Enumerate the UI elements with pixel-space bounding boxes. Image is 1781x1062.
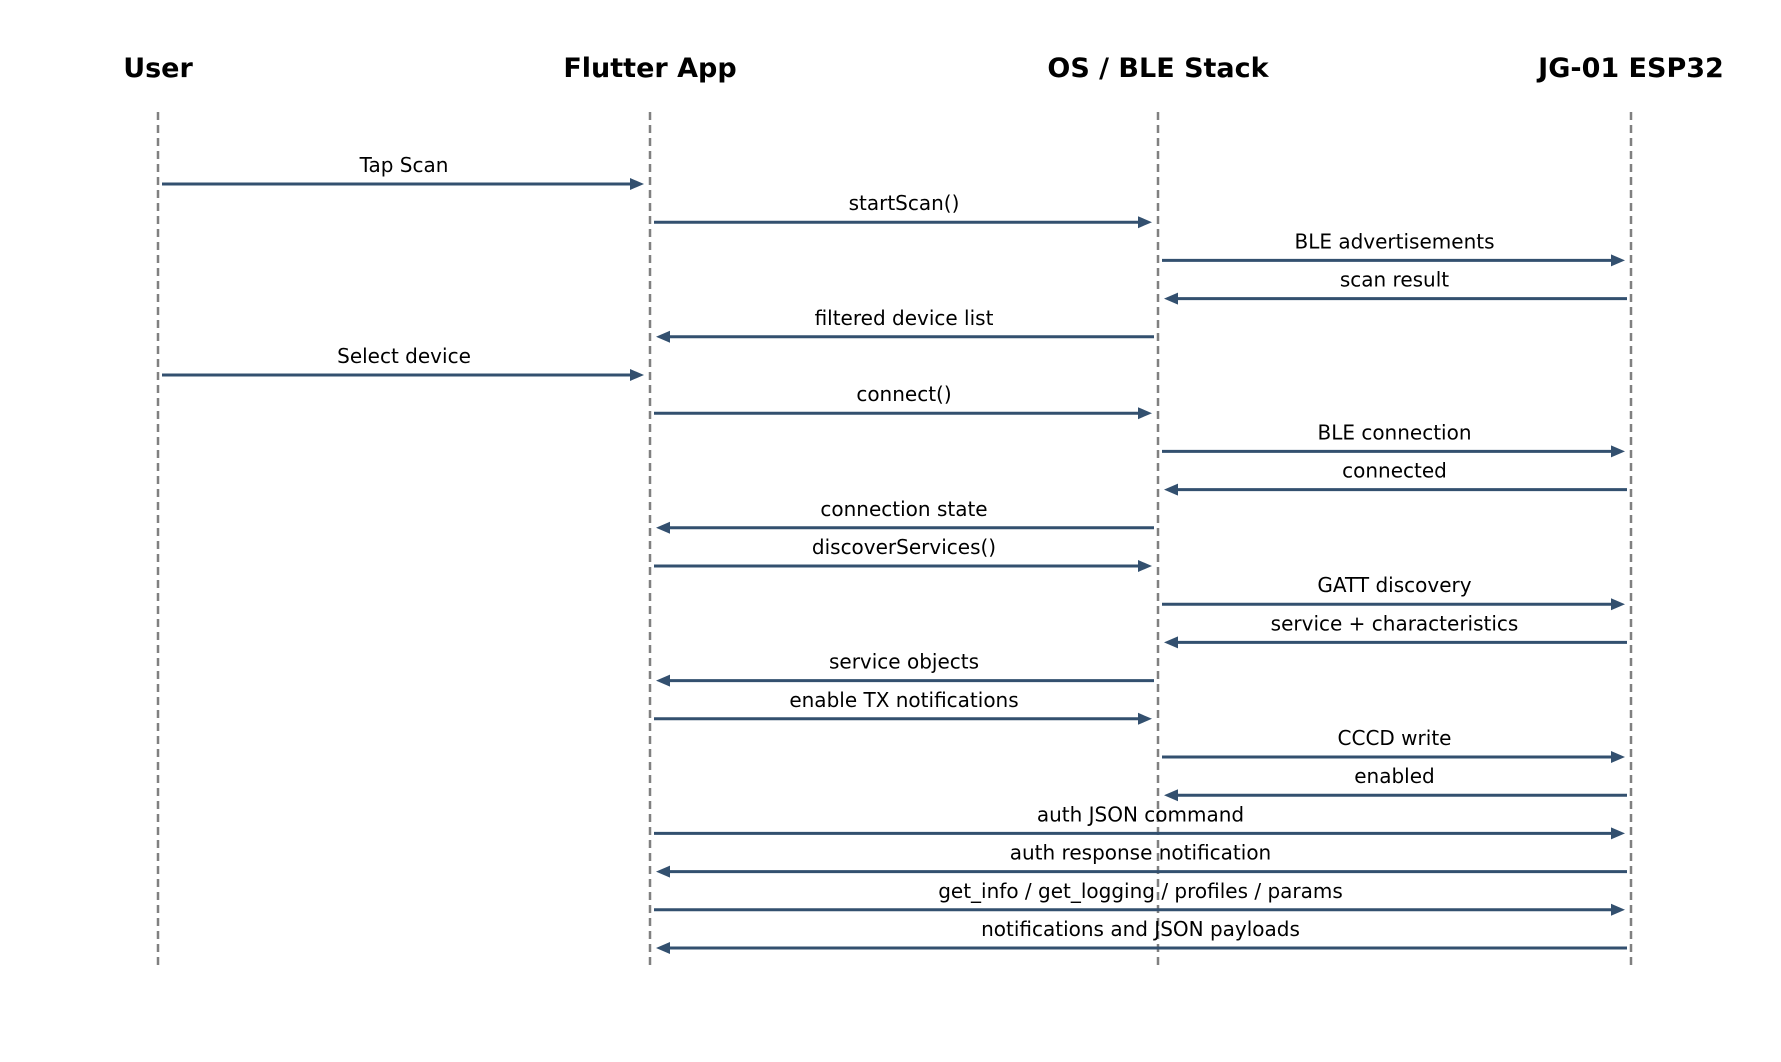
message-label: BLE connection — [1317, 420, 1471, 444]
message-11: discoverServices() — [654, 535, 1152, 572]
participant-label-app: Flutter App — [563, 53, 736, 84]
message-label: get_info / get_logging / profiles / para… — [938, 879, 1343, 903]
arrowhead-icon — [1611, 445, 1625, 458]
message-14: service objects — [656, 650, 1154, 687]
arrowhead-icon — [1164, 789, 1178, 802]
message-16: CCCD write — [1162, 726, 1625, 763]
message-5: filtered device list — [656, 306, 1154, 343]
arrowhead-icon — [1164, 292, 1178, 305]
message-20: get_info / get_logging / profiles / para… — [654, 879, 1625, 916]
arrowhead-icon — [1138, 216, 1152, 229]
arrowhead-icon — [656, 942, 670, 954]
message-8: BLE connection — [1162, 420, 1625, 458]
message-label: discoverServices() — [812, 535, 996, 559]
message-label: enable TX notifications — [789, 688, 1018, 712]
message-label: Tap Scan — [359, 153, 449, 177]
arrowhead-icon — [1611, 903, 1625, 916]
message-18: auth JSON command — [654, 802, 1625, 840]
message-21: notifications and JSON payloads — [656, 917, 1627, 954]
message-7: connect() — [654, 382, 1152, 420]
message-label: enabled — [1354, 764, 1435, 788]
message-6: Select device — [162, 344, 644, 381]
arrowhead-icon — [1138, 560, 1152, 572]
message-label: notifications and JSON payloads — [981, 917, 1300, 941]
arrowhead-icon — [656, 330, 670, 343]
message-label: auth response notification — [1010, 841, 1271, 865]
participant-label-user: User — [123, 53, 193, 84]
message-10: connection state — [656, 497, 1154, 534]
arrowhead-icon — [1611, 598, 1625, 611]
message-17: enabled — [1164, 764, 1627, 802]
message-label: startScan() — [849, 191, 960, 215]
message-label: CCCD write — [1338, 726, 1452, 750]
message-15: enable TX notifications — [654, 688, 1152, 725]
arrowhead-icon — [1138, 712, 1152, 725]
arrowhead-icon — [656, 521, 670, 534]
message-label: BLE advertisements — [1294, 229, 1494, 253]
arrowhead-icon — [656, 674, 670, 687]
message-19: auth response notification — [656, 841, 1627, 878]
arrowhead-icon — [1138, 407, 1152, 420]
message-4: scan result — [1164, 268, 1627, 305]
arrowhead-icon — [630, 178, 644, 190]
arrowhead-icon — [1164, 483, 1178, 496]
arrowhead-icon — [1164, 636, 1178, 649]
message-12: GATT discovery — [1162, 573, 1625, 611]
message-13: service + characteristics — [1164, 611, 1627, 649]
arrowhead-icon — [656, 865, 670, 878]
arrowhead-icon — [630, 369, 644, 381]
message-label: auth JSON command — [1037, 802, 1244, 826]
participant-label-os: OS / BLE Stack — [1047, 53, 1269, 84]
message-1: Tap Scan — [162, 153, 644, 190]
message-label: connection state — [820, 497, 987, 521]
message-label: scan result — [1340, 268, 1449, 292]
message-label: connected — [1342, 459, 1447, 483]
arrowhead-icon — [1611, 254, 1625, 267]
message-label: GATT discovery — [1317, 573, 1471, 597]
message-3: BLE advertisements — [1162, 229, 1625, 267]
message-2: startScan() — [654, 191, 1152, 229]
message-label: service objects — [829, 650, 979, 674]
message-9: connected — [1164, 459, 1627, 496]
message-label: connect() — [856, 382, 951, 406]
arrowhead-icon — [1611, 827, 1625, 840]
participant-label-esp: JG-01 ESP32 — [1536, 53, 1724, 84]
message-label: service + characteristics — [1271, 611, 1519, 635]
message-label: Select device — [337, 344, 471, 368]
arrowhead-icon — [1611, 751, 1625, 763]
message-label: filtered device list — [815, 306, 994, 330]
